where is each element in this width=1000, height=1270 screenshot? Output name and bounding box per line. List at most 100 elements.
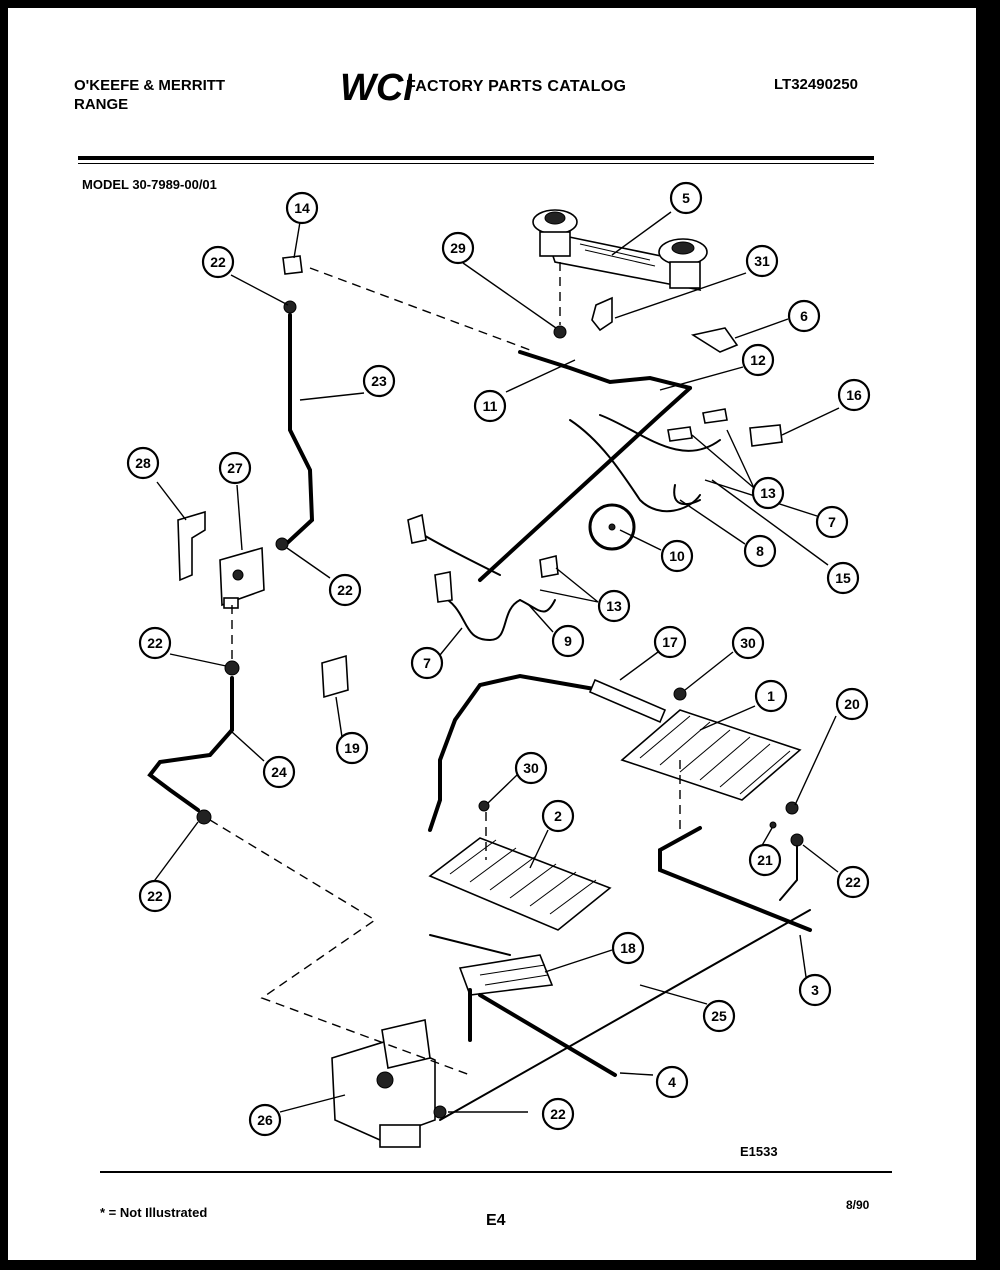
callout-7: 7: [410, 646, 444, 680]
svg-text:30: 30: [523, 760, 539, 776]
svg-text:7: 7: [828, 514, 836, 530]
callout-19: 19: [335, 731, 369, 765]
bake-burner-tube: [468, 988, 617, 1077]
callout-11: 11: [473, 389, 507, 423]
callout-16: 16: [837, 378, 871, 412]
callout-25: 25: [702, 999, 736, 1033]
callout-20: 20: [835, 687, 869, 721]
callout-13: 13: [597, 589, 631, 623]
svg-text:22: 22: [210, 254, 226, 270]
orifice-fitting: [553, 325, 567, 339]
burner-tube: [658, 826, 812, 932]
svg-text:16: 16: [846, 387, 862, 403]
manifold-tube: [518, 350, 692, 390]
svg-text:12: 12: [750, 352, 766, 368]
callout-24: 24: [262, 755, 296, 789]
callout-7: 7: [815, 505, 849, 539]
thermostat-bracket: [177, 510, 206, 582]
gas-supply-tube: [478, 386, 692, 582]
tube-fitting: [282, 255, 303, 275]
callout-29: 29: [441, 231, 475, 265]
callout-2: 2: [541, 799, 575, 833]
callout-6: 6: [787, 299, 821, 333]
callout-27: 27: [218, 451, 252, 485]
brand-name: O'KEEFE & MERRITT RANGE: [74, 76, 294, 114]
callout-22: 22: [836, 865, 870, 899]
svg-text:22: 22: [147, 635, 163, 651]
svg-text:14: 14: [294, 200, 310, 216]
callout-18: 18: [611, 931, 645, 965]
svg-text:11: 11: [483, 398, 498, 414]
terminal-block: [321, 654, 349, 699]
callout-14: 14: [285, 191, 319, 225]
callout-3: 3: [798, 973, 832, 1007]
footer-rule: [100, 1171, 892, 1173]
callout-22: 22: [138, 879, 172, 913]
header-rule-thin: [78, 163, 874, 164]
valve-bracket: [591, 296, 613, 332]
svg-text:29: 29: [450, 240, 466, 256]
main-gas-line: [439, 909, 811, 1121]
callout-17: 17: [653, 625, 687, 659]
thermostat-sensor: [588, 678, 667, 724]
burner-gas-tube: [147, 676, 234, 812]
svg-text:24: 24: [271, 764, 287, 780]
electrode: [407, 513, 427, 544]
callout-8: 8: [743, 534, 777, 568]
part-drawings: [147, 209, 812, 1148]
svg-text:22: 22: [337, 582, 353, 598]
svg-text:10: 10: [669, 548, 685, 564]
callout-4: 4: [655, 1065, 689, 1099]
wci-logo-text: WCI: [340, 67, 412, 106]
model-label: MODEL 30-7989-00/01: [82, 177, 217, 192]
svg-text:7: 7: [423, 655, 431, 671]
assembly-lines: [209, 262, 681, 1076]
svg-text:18: 18: [620, 940, 636, 956]
svg-text:6: 6: [800, 308, 808, 324]
callout-22: 22: [328, 573, 362, 607]
callout-26: 26: [248, 1103, 282, 1137]
callout-13: 13: [751, 476, 785, 510]
brand-line-1: O'KEEFE & MERRITT: [74, 77, 226, 94]
svg-text:8: 8: [756, 543, 764, 559]
svg-text:3: 3: [811, 982, 819, 998]
header-rule: [78, 156, 874, 160]
callout-30: 30: [731, 626, 765, 660]
callout-31: 31: [745, 244, 779, 278]
svg-text:4: 4: [668, 1074, 676, 1090]
page-number: E4: [486, 1212, 506, 1229]
svg-text:13: 13: [606, 598, 622, 614]
catalog-number: LT32490250: [774, 76, 858, 93]
svg-text:22: 22: [550, 1106, 566, 1122]
exploded-parts-diagram: 14 22 29 5 31 6 23 12 11 16 28 27 13 7 1…: [126, 181, 871, 1148]
wci-logo: WCI: [340, 67, 412, 106]
burner-valve-manifold: [532, 209, 708, 292]
bake-burner: [428, 837, 612, 931]
catalog-title: FACTORY PARTS CATALOG: [406, 78, 627, 95]
svg-text:5: 5: [682, 190, 690, 206]
svg-text:25: 25: [711, 1008, 727, 1024]
callout-30: 30: [514, 751, 548, 785]
callout-22: 22: [138, 626, 172, 660]
svg-text:20: 20: [844, 696, 860, 712]
callout-22: 22: [541, 1097, 575, 1131]
revision-date: 8/90: [846, 1198, 870, 1212]
svg-text:17: 17: [662, 634, 678, 650]
broil-burner: [620, 709, 802, 801]
callout-23: 23: [362, 364, 396, 398]
parts-catalog-page: O'KEEFE & MERRITT RANGE WCI FACTORY PART…: [8, 8, 976, 1260]
callouts: 14 22 29 5 31 6 23 12 11 16 28 27 13 7 1…: [126, 181, 871, 1137]
svg-text:1: 1: [767, 688, 775, 704]
bake-ignitor: [458, 954, 554, 996]
svg-text:19: 19: [344, 740, 360, 756]
callout-28: 28: [126, 446, 160, 480]
svg-text:27: 27: [227, 460, 243, 476]
svg-text:22: 22: [845, 874, 861, 890]
svg-text:28: 28: [135, 455, 151, 471]
svg-text:31: 31: [754, 253, 770, 269]
svg-text:9: 9: [564, 633, 572, 649]
callout-1: 1: [754, 679, 788, 713]
diagram-code: E1533: [740, 1144, 778, 1159]
ignitor: [749, 424, 783, 447]
svg-text:21: 21: [757, 852, 773, 868]
